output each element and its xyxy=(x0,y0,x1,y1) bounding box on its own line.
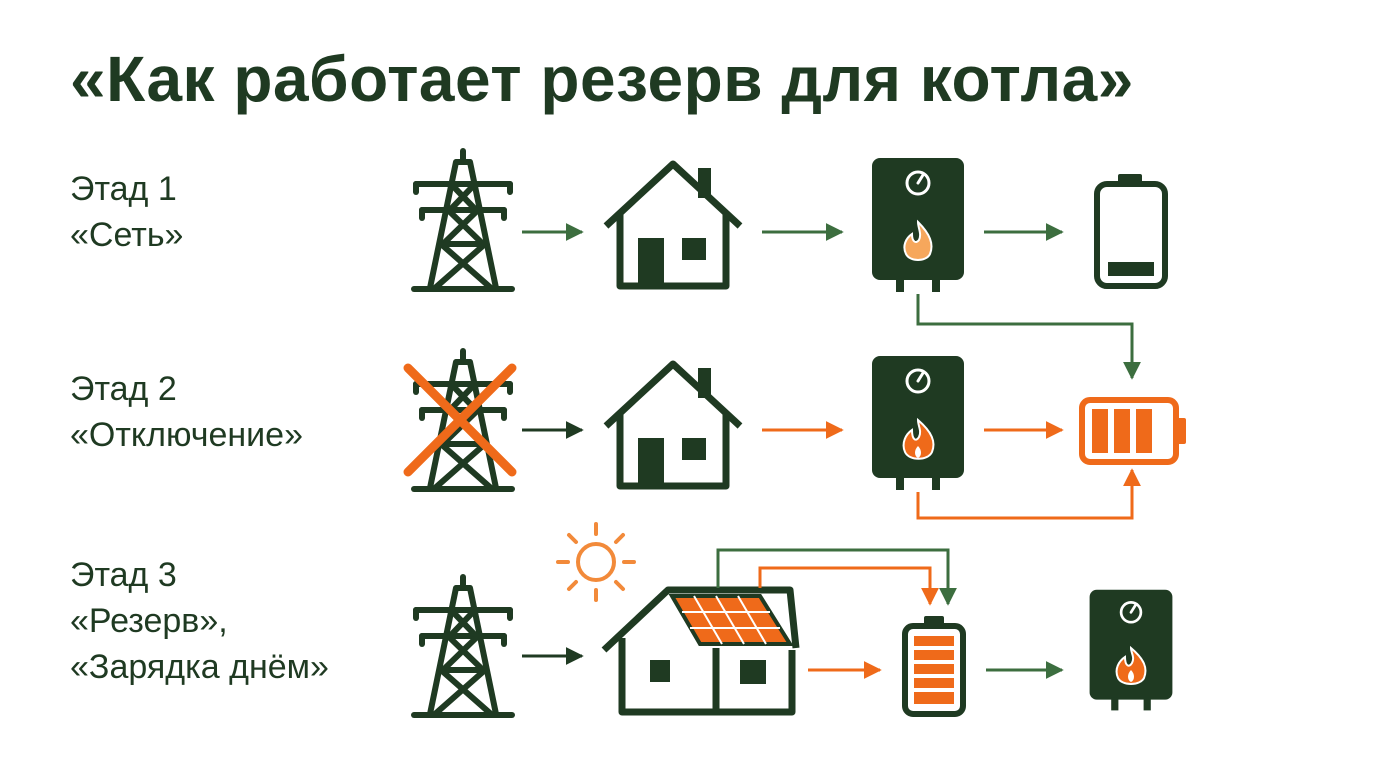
battery-icon xyxy=(1094,174,1168,289)
stage-1-label: Этад 1 «Сеть» xyxy=(70,166,183,258)
stage-1-name: Этад 1 xyxy=(70,170,177,208)
boiler-icon xyxy=(1088,588,1174,712)
flame-icon xyxy=(902,417,935,460)
battery-cell xyxy=(914,678,954,688)
cross-icon xyxy=(403,363,517,477)
page-title: «Как работает резерв для котла» xyxy=(70,43,1134,115)
battery-icon xyxy=(902,616,966,717)
boiler-icon xyxy=(870,354,966,492)
stage-1-subtitle: «Сеть» xyxy=(70,216,184,254)
battery-cell xyxy=(914,636,954,646)
house-with-solar-icon xyxy=(601,586,800,716)
house-icon xyxy=(606,164,740,286)
house-icon xyxy=(606,364,740,486)
stage-2-row xyxy=(403,351,1186,520)
battery-cell xyxy=(1114,409,1130,453)
battery-cell xyxy=(1136,409,1152,453)
sun-icon xyxy=(556,522,636,602)
arrow-grid-charge-battery xyxy=(716,548,957,606)
battery-cell xyxy=(914,692,954,704)
battery-level-low xyxy=(1108,262,1154,276)
stage-3-subtitle-1: «Резерв», xyxy=(70,602,228,640)
stage-3-label: Этад 3 «Резерв», «Зарядка днём» xyxy=(70,552,329,690)
solar-panel-icon xyxy=(668,594,794,646)
stage-2-name: Этад 2 xyxy=(70,370,177,408)
battery-cell xyxy=(914,650,954,660)
flame-icon xyxy=(903,219,933,261)
arrow-boiler-from-battery xyxy=(916,468,1141,520)
boiler-icon xyxy=(870,156,966,294)
stage-2-label: Этад 2 «Отключение» xyxy=(70,366,303,458)
power-tower-icon xyxy=(414,151,512,289)
stage-2-subtitle: «Отключение» xyxy=(70,416,303,454)
battery-cell xyxy=(914,664,954,674)
arrow-solar-charge-battery xyxy=(758,566,939,606)
stage-3-name: Этад 3 xyxy=(70,556,177,594)
stage-3-row xyxy=(414,522,1174,717)
flame-icon xyxy=(1115,645,1147,685)
stage-1-row xyxy=(414,151,1168,380)
stage-3-subtitle-2: «Зарядка днём» xyxy=(70,648,329,686)
power-tower-icon xyxy=(414,577,512,715)
arrow-boiler-charge-battery xyxy=(916,294,1141,380)
battery-icon xyxy=(1079,397,1186,465)
battery-cell xyxy=(1092,409,1108,453)
